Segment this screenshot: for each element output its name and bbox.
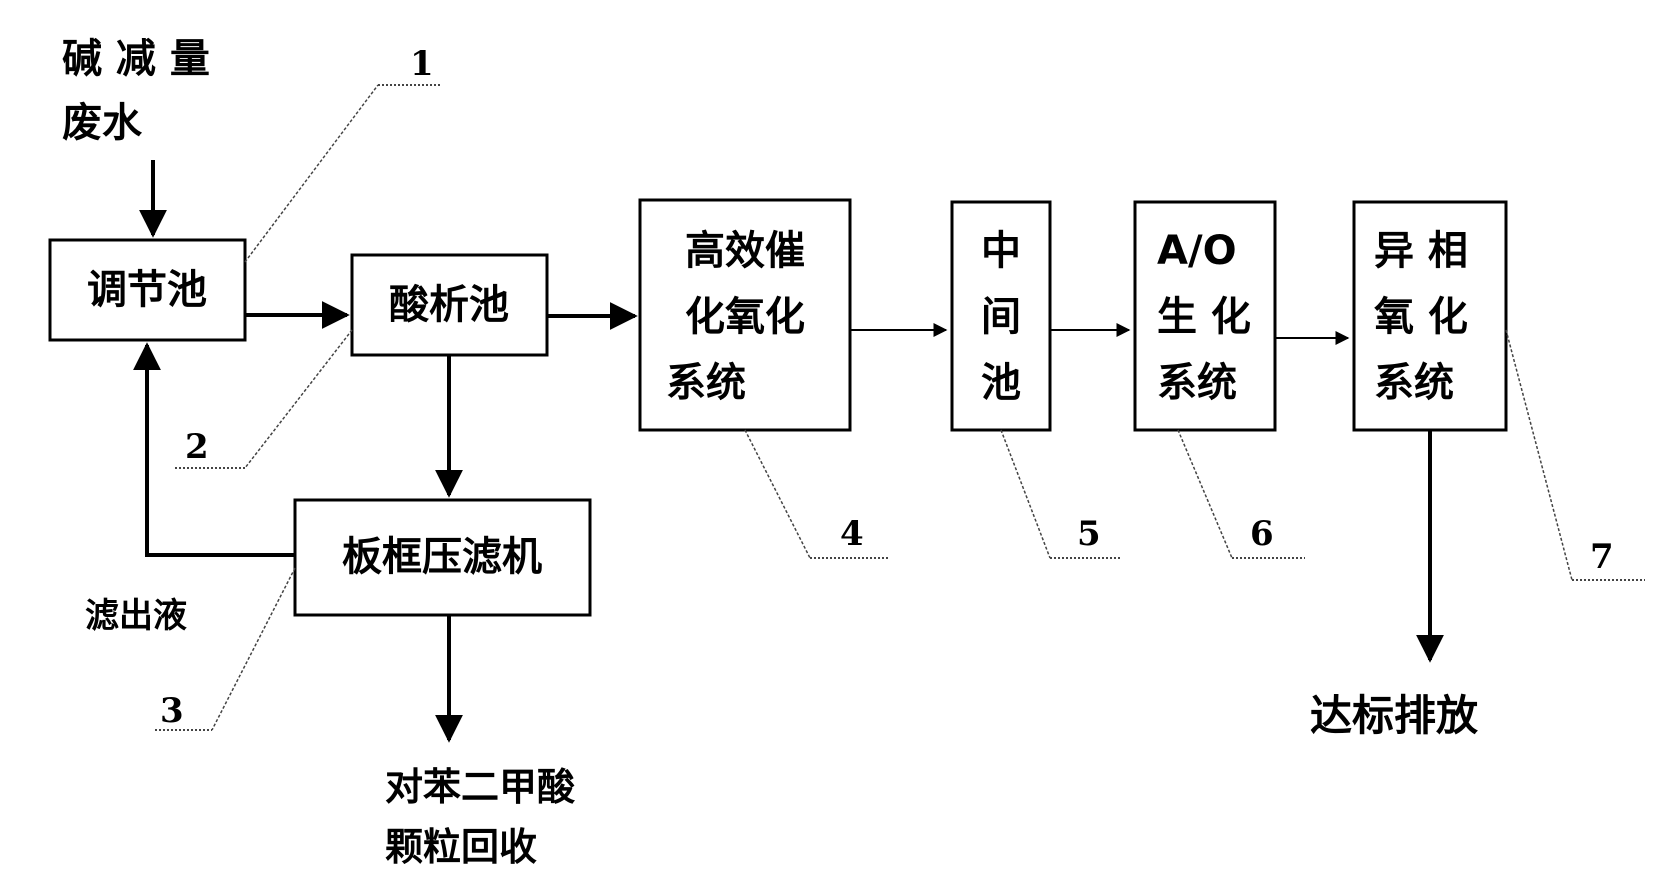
callout-leader-2 (244, 329, 353, 469)
acid-precipitation-tank-box (350, 253, 549, 357)
equalization-tank-label: 调节池 (87, 267, 207, 313)
catalytic-oxidation-line1: 高效催 (685, 228, 805, 274)
catalytic-oxidation-system-box (638, 198, 852, 432)
plate-frame-filter-press-box (293, 498, 592, 617)
filtrate-return-arrow (133, 342, 295, 557)
catalytic-oxidation-line3: 系统 (666, 360, 746, 406)
filtrate-label: 滤出液 (85, 596, 187, 636)
catalytic-oxidation-line2: 化氧化 (685, 294, 805, 340)
callout-leader-4 (744, 429, 811, 559)
callout-leader-6 (1177, 429, 1233, 559)
callout-number-4: 4 (840, 514, 864, 554)
heterogeneous-oxidation-line2: 氧 化 (1374, 294, 1468, 340)
ao-biochemical-line3: 系统 (1157, 360, 1237, 406)
ao-biochemical-line1: A/O (1157, 228, 1237, 274)
recovery-label-line1: 对苯二甲酸 (385, 765, 576, 809)
input-label-line2: 废水 (62, 100, 143, 146)
intermediate-tank-box (950, 200, 1052, 432)
callout-number-6: 6 (1250, 514, 1274, 554)
callout-leader-7 (1505, 329, 1573, 581)
callout-number-1: 1 (410, 44, 434, 84)
equalization-tank-box (48, 238, 247, 342)
heterogeneous-oxidation-line1: 异 相 (1374, 228, 1468, 274)
callout-leader-1 (244, 84, 379, 263)
intermediate-tank-line3: 池 (981, 360, 1021, 406)
filter-press-label: 板框压滤机 (342, 534, 542, 580)
discharge-label: 达标排放 (1310, 691, 1478, 740)
ao-biochemical-system-box (1133, 200, 1277, 432)
callout-leader-5 (1000, 429, 1051, 559)
callout-leader-3 (211, 567, 296, 731)
recovery-label-line2: 颗粒回收 (385, 825, 537, 869)
callout-number-7: 7 (1590, 537, 1614, 577)
heterogeneous-oxidation-line3: 系统 (1374, 360, 1454, 406)
heterogeneous-oxidation-system-box (1352, 200, 1508, 432)
intermediate-tank-line2: 间 (981, 294, 1021, 340)
callout-number-2: 2 (185, 427, 209, 467)
callout-number-5: 5 (1077, 514, 1101, 554)
acid-precipitation-tank-label: 酸析池 (389, 282, 509, 328)
callout-number-3: 3 (160, 691, 184, 731)
ao-biochemical-line2: 生 化 (1157, 294, 1251, 340)
input-label-line1: 碱 减 量 (62, 36, 210, 82)
intermediate-tank-line1: 中 (981, 228, 1021, 274)
